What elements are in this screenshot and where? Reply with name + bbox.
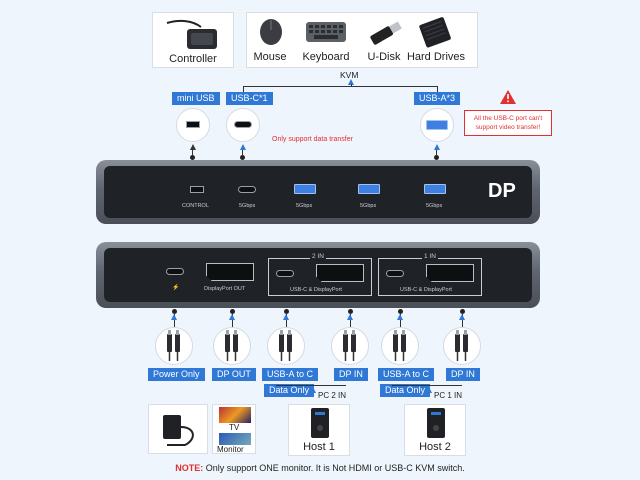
- mini-usb-tag: mini USB: [172, 92, 220, 105]
- note-prefix: NOTE:: [175, 463, 204, 473]
- mouse-icon: [260, 19, 282, 45]
- mouse-label: Mouse: [253, 51, 287, 63]
- monitor-screen-icon: [219, 433, 251, 445]
- warning-box: All the USB-C port can't support video t…: [464, 110, 552, 136]
- keyboard-icon: [306, 22, 346, 42]
- cable-port-dot: [284, 309, 289, 314]
- controller-card: Controller: [152, 12, 234, 68]
- speed-label-4: 5Gbps: [426, 203, 443, 209]
- usb-disk-icon: [370, 21, 402, 45]
- usba-port-icon: [420, 108, 454, 142]
- speed-label-3: 5Gbps: [360, 203, 377, 209]
- hard-drive-icon: [419, 17, 451, 48]
- note-text: Only support ONE monitor. It is Not HDMI…: [203, 463, 465, 473]
- in2-label: 2 IN: [310, 253, 326, 260]
- tv-label: TV: [229, 423, 240, 432]
- cable-port-dot: [172, 309, 177, 314]
- footer-note: NOTE: Only support ONE monitor. It is No…: [0, 463, 640, 473]
- cable-port-dot: [230, 309, 235, 314]
- display-card: TV Monitor: [212, 404, 256, 454]
- usba-c-tag-1: USB-A to C: [262, 368, 319, 381]
- front-usba-port-2: [358, 184, 380, 194]
- in2-dp-port: [316, 264, 364, 282]
- dp-out-label: DisplayPort OUT: [204, 286, 246, 292]
- udisk-label: U-Disk: [367, 51, 401, 63]
- data-note: Only support data transfer: [272, 136, 353, 143]
- kvm-front-unit: CONTROL 5Gbps 5Gbps 5Gbps 5Gbps DP: [96, 160, 540, 224]
- kvm-arrow: [348, 79, 354, 85]
- monitor-label: Monitor: [217, 445, 244, 454]
- front-usba-port-1: [294, 184, 316, 194]
- combo1-label: USB-C & DisplayPort: [400, 287, 452, 293]
- usba-c-cable-icon-2: [381, 327, 419, 365]
- dp-out-port: [206, 263, 254, 281]
- data-only-tag-1: Data Only: [264, 384, 315, 397]
- pc-tower-icon: [311, 408, 329, 438]
- power-symbol: ⚡: [172, 285, 180, 291]
- power-usbc-port: [166, 268, 184, 275]
- cable-port-dot: [460, 309, 465, 314]
- usbc1-tag: USB-C*1: [226, 92, 273, 105]
- in1-dp-port: [426, 264, 474, 282]
- mini-usb-port-icon: [176, 108, 210, 142]
- host2-card: Host 2: [404, 404, 466, 456]
- usba-c-cable-icon-1: [267, 327, 305, 365]
- combo2-label: USB-C & DisplayPort: [290, 287, 342, 293]
- dp-logo: DP: [488, 180, 516, 202]
- usbc-port-icon: [226, 108, 260, 142]
- controller-label: Controller: [169, 53, 217, 65]
- harddrives-label: Hard Drives: [406, 51, 466, 63]
- power-adapter-card: [148, 404, 208, 454]
- speed-label-1: 5Gbps: [239, 203, 256, 209]
- data-only-tag-2: Data Only: [380, 384, 431, 397]
- host1-label: Host 1: [303, 441, 335, 453]
- pc-tower-icon: [427, 408, 445, 438]
- kvm-label: KVM: [340, 70, 359, 80]
- warning-icon: [500, 90, 516, 104]
- dp-in-tag-1: DP IN: [334, 368, 368, 381]
- power-only-tag: Power Only: [148, 368, 205, 381]
- in1-label: 1 IN: [422, 253, 438, 260]
- power-adapter-icon: [163, 415, 194, 446]
- dp-in-tag-2: DP IN: [446, 368, 480, 381]
- usba3-tag: USB-A*3: [414, 92, 461, 105]
- front-usbc-port: [238, 186, 256, 193]
- dp-out-cable-icon: [213, 327, 251, 365]
- pc2-label: PC 2 IN: [318, 391, 347, 400]
- host2-label: Host 2: [419, 441, 451, 453]
- cable-port-dot: [398, 309, 403, 314]
- host1-card: Host 1: [288, 404, 350, 456]
- in2-usbc-port: [276, 270, 294, 277]
- front-usba-port-3: [424, 184, 446, 194]
- in1-usbc-port: [386, 270, 404, 277]
- mini-usb-port: [190, 186, 204, 193]
- dp-in-cable-icon-2: [443, 327, 481, 365]
- speed-label-2: 5Gbps: [296, 203, 313, 209]
- kvm-rear-unit: ⚡ DisplayPort OUT 2 IN USB-C & DisplayPo…: [96, 242, 540, 308]
- tv-screen-icon: [219, 407, 251, 423]
- keyboard-label: Keyboard: [302, 51, 350, 63]
- power-cable-icon: [155, 327, 193, 365]
- controller-icon: [166, 19, 217, 49]
- control-label: CONTROL: [182, 203, 209, 209]
- dp-in-cable-icon-1: [331, 327, 369, 365]
- usba-c-tag-2: USB-A to C: [378, 368, 435, 381]
- dp-out-tag: DP OUT: [212, 368, 256, 381]
- cable-port-dot: [348, 309, 353, 314]
- pc1-label: PC 1 IN: [434, 391, 463, 400]
